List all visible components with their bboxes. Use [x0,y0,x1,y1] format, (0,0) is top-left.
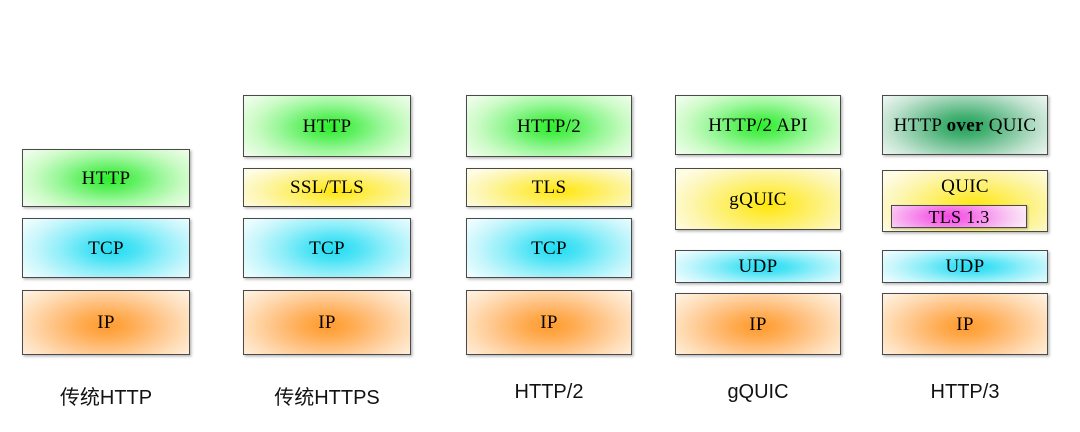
column-caption-legacy-https: 传统HTTPS [274,387,380,409]
layer-label-legacy-http-ip: IP [97,312,115,333]
layer-label-emphasis: over [946,114,984,136]
layer-box-http3-quic[interactable]: QUIC TLS 1.3 [882,170,1048,232]
layer-label-http3-udp: UDP [945,256,985,277]
layer-box-legacy-https-http[interactable]: HTTP [243,95,411,157]
layer-box-gquic-ip[interactable]: IP [675,293,841,355]
layer-label-legacy-https-tcp: TCP [309,237,345,259]
layer-label-http3-http-over-quic: HTTP over QUIC [893,114,1037,136]
column-caption-http2: HTTP/2 [514,381,584,403]
layer-box-http2-ip[interactable]: IP [466,290,632,355]
layer-label-legacy-http-tcp: TCP [88,237,124,259]
layer-label-legacy-https-ip: IP [318,312,336,333]
layer-box-legacy-https-ip[interactable]: IP [243,290,411,355]
layer-box-legacy-http-http[interactable]: HTTP [22,149,190,207]
layer-label-http2-ip: IP [540,312,558,333]
layer-box-legacy-http-tcp[interactable]: TCP [22,218,190,278]
layer-label-legacy-https-ssl-tls: SSL/TLS [290,177,364,198]
layer-label-legacy-https-http: HTTP [302,115,352,137]
layer-label-gquic-ip: IP [749,313,767,335]
layer-label-http3-tls-13: TLS 1.3 [928,206,990,227]
layer-box-http2-tls[interactable]: TLS [466,168,632,207]
layer-label-http2-tls: TLS [531,177,567,198]
layer-box-legacy-https-ssl-tls[interactable]: SSL/TLS [243,168,411,207]
layer-box-http2-http2[interactable]: HTTP/2 [466,95,632,157]
layer-label-gquic-udp: UDP [738,256,778,277]
layer-box-gquic-udp[interactable]: UDP [675,250,841,283]
layer-box-http3-http-over-quic[interactable]: HTTP over QUIC [882,95,1048,155]
layer-label-gquic-gquic: gQUIC [729,188,787,210]
stack-column-legacy-https: HTTP SSL/TLS TCP IP 传统HTTPS [243,0,411,432]
layer-box-gquic-http2-api[interactable]: HTTP/2 API [675,95,841,155]
layer-box-legacy-http-ip[interactable]: IP [22,290,190,355]
layer-label-http3-quic: QUIC [941,176,989,197]
layer-box-http3-udp[interactable]: UDP [882,250,1048,283]
layer-box-http2-tcp[interactable]: TCP [466,218,632,278]
layer-box-legacy-https-tcp[interactable]: TCP [243,218,411,278]
layer-label-http2-tcp: TCP [531,237,567,259]
layer-label-legacy-http-http: HTTP [81,167,131,189]
column-caption-http3: HTTP/3 [930,381,1000,403]
stack-column-gquic: HTTP/2 API gQUIC UDP IP gQUIC [675,0,841,432]
layer-box-gquic-gquic[interactable]: gQUIC [675,168,841,230]
layer-box-http3-ip[interactable]: IP [882,293,1048,355]
layer-label-http3-ip: IP [956,313,974,335]
column-caption-legacy-http: 传统HTTP [59,387,153,409]
layer-label-gquic-http2-api: HTTP/2 API [708,114,808,136]
stack-column-legacy-http: HTTP TCP IP 传统HTTP [22,0,190,432]
column-caption-gquic: gQUIC [727,381,789,403]
layer-label-http2-http2: HTTP/2 [516,115,582,137]
layer-box-http3-tls-13[interactable]: TLS 1.3 [891,205,1027,228]
